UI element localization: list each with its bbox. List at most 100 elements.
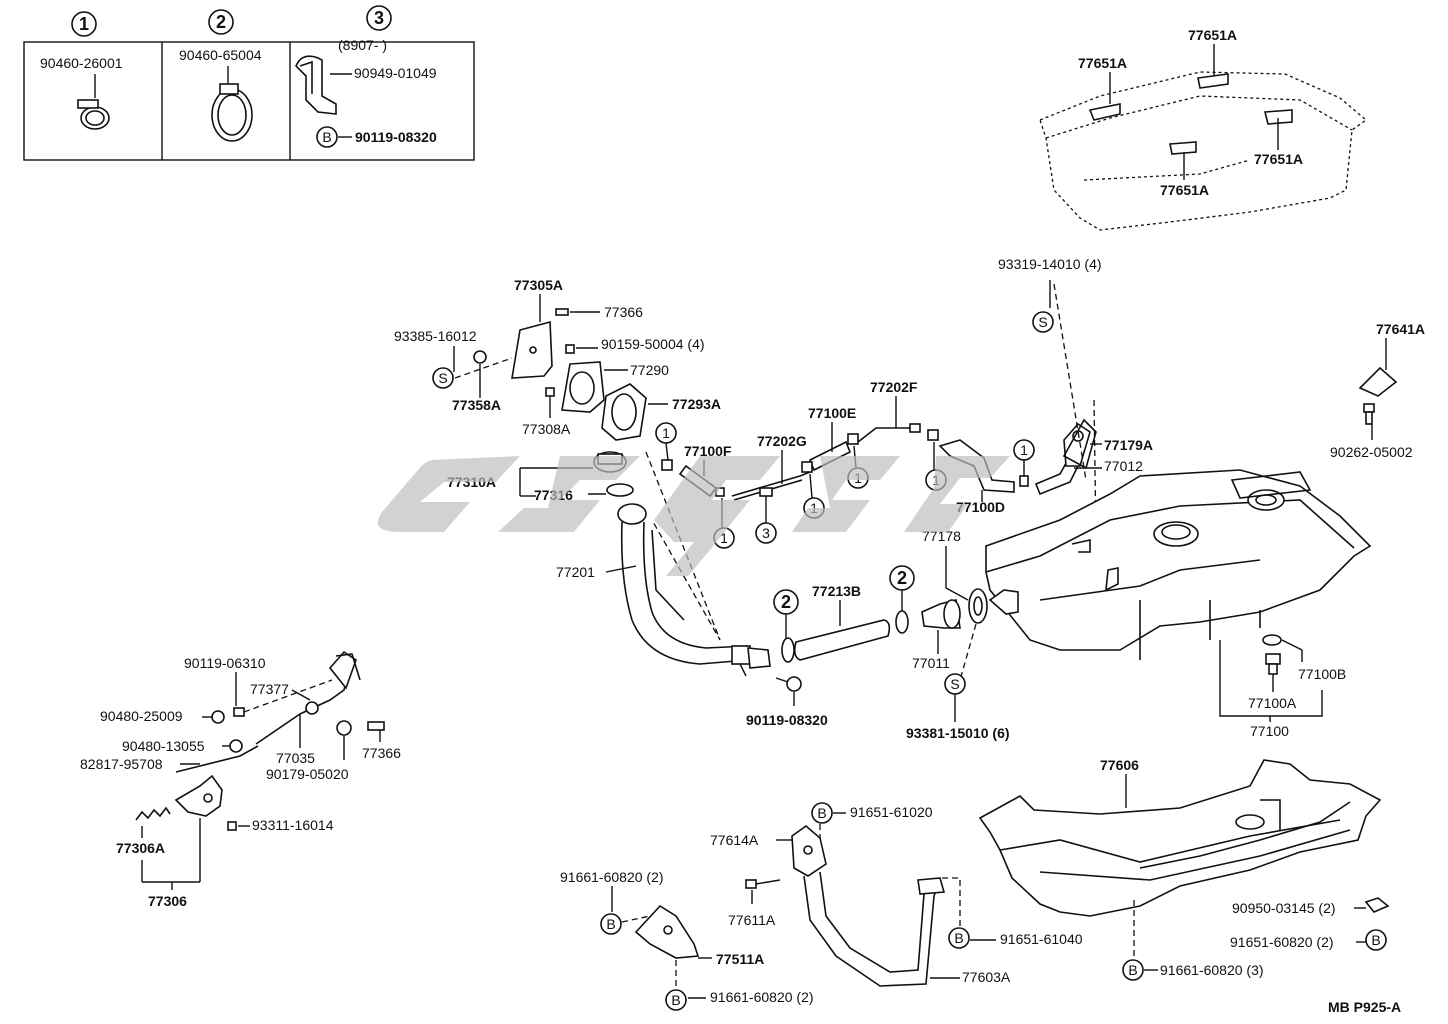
label-93319: 93319-14010 (4) xyxy=(998,256,1102,272)
vent-valve-77179A xyxy=(1063,422,1091,467)
label-90159: 90159-50004 (4) xyxy=(601,336,705,352)
filler-opening-box xyxy=(561,361,605,413)
bolt-90119-06310 xyxy=(233,707,245,717)
legend-part-2: 90460-65004 xyxy=(179,47,262,63)
svg-text:1: 1 xyxy=(1020,442,1028,458)
label-77511A: 77511A xyxy=(716,951,764,967)
label-91661c: 91661-60820 (3) xyxy=(1160,962,1264,978)
svg-text:1: 1 xyxy=(720,530,728,546)
s-mark: S xyxy=(432,367,454,389)
label-77201: 77201 xyxy=(556,564,595,580)
bracket-77511A xyxy=(634,904,700,959)
b-mark: B xyxy=(948,927,970,949)
nut-90480-13055 xyxy=(229,739,243,753)
label-90179: 90179-05020 xyxy=(266,766,349,782)
hose-77213B xyxy=(793,619,891,661)
label-77012: 77012 xyxy=(1104,458,1143,474)
filler-lid-bracket xyxy=(511,320,553,379)
clip-90950 xyxy=(1364,897,1390,913)
nut-90480-25009 xyxy=(211,710,225,724)
label-77306A: 77306A xyxy=(116,840,165,856)
label-77614A: 77614A xyxy=(710,832,759,848)
svg-text:2: 2 xyxy=(781,592,791,612)
tank-band-77603A xyxy=(803,871,946,987)
diagram-code: MB P925-A xyxy=(1328,999,1401,1015)
legend-part-1: 90460-26001 xyxy=(40,55,123,71)
b-mark: B xyxy=(600,913,622,935)
svg-text:B: B xyxy=(606,916,615,932)
b-mark: B xyxy=(1122,959,1144,981)
clamp-2b: 2 xyxy=(889,565,915,591)
label-77293A: 77293A xyxy=(672,396,721,412)
svg-text:2: 2 xyxy=(897,568,907,588)
drain-plug-77100A xyxy=(1265,653,1281,675)
s-mark: S xyxy=(1032,311,1054,333)
label-77651A-1: 77651A xyxy=(1078,55,1127,71)
svg-text:1: 1 xyxy=(662,425,670,441)
label-91661a: 91661-60820 (2) xyxy=(560,869,664,885)
pipe-77202F xyxy=(857,423,921,443)
fuel-tank-77100 xyxy=(985,469,1372,660)
tank-protector-77606 xyxy=(978,759,1382,917)
gasket-77178 xyxy=(968,588,988,624)
b-mark: B xyxy=(316,126,338,148)
legend-part-3: 90949-01049 xyxy=(354,65,437,81)
label-77308A: 77308A xyxy=(522,421,571,437)
bracket-77641A xyxy=(1358,366,1398,397)
bolt-90119-08320 xyxy=(775,676,802,692)
label-77213B: 77213B xyxy=(812,583,861,599)
label-77202F: 77202F xyxy=(870,379,918,395)
label-77306: 77306 xyxy=(148,893,187,909)
label-77606: 77606 xyxy=(1100,757,1139,773)
svg-text:B: B xyxy=(1128,962,1137,978)
label-93381: 93381-15010 (6) xyxy=(906,725,1010,741)
clip-77377 xyxy=(305,701,319,715)
label-77100D: 77100D xyxy=(956,499,1005,515)
label-77100A: 77100A xyxy=(1248,695,1297,711)
clamp-1a: 1 xyxy=(655,422,677,444)
label-77651A-3: 77651A xyxy=(1254,151,1303,167)
label-77100B: 77100B xyxy=(1298,666,1346,682)
s-mark: S xyxy=(944,673,966,695)
label-93311: 93311-16014 xyxy=(252,817,334,833)
label-77641A: 77641A xyxy=(1376,321,1425,337)
label-77011: 77011 xyxy=(912,655,950,671)
svg-text:B: B xyxy=(954,930,963,946)
label-77179A: 77179A xyxy=(1104,437,1153,453)
lever-77306 xyxy=(174,774,223,817)
wire-82817 xyxy=(175,745,259,773)
svg-text:S: S xyxy=(950,676,959,692)
clamp-1f: 1 xyxy=(1013,439,1035,461)
svg-text:2: 2 xyxy=(216,12,226,32)
label-91651c: 91651-60820 (2) xyxy=(1230,934,1334,950)
svg-text:1: 1 xyxy=(79,14,89,34)
grommet-77358A xyxy=(473,350,487,364)
label-77366b: 77366 xyxy=(362,745,401,761)
svg-text:B: B xyxy=(817,805,826,821)
label-91651a: 91651-61020 xyxy=(850,804,933,820)
pin-77366 xyxy=(367,721,385,731)
label-90119b: 90119-08320 xyxy=(746,712,828,728)
filler-pipe-77201 xyxy=(617,503,771,677)
label-77358A: 77358A xyxy=(452,397,501,413)
label-82817: 82817-95708 xyxy=(80,756,163,772)
hose-clamp-1-icon xyxy=(77,99,110,130)
bracket-77614A xyxy=(791,824,827,877)
clamp-legend: 1 2 3 90460-26001 90460-65004 (8907- ) xyxy=(23,5,475,161)
inlet-pipe-77011 xyxy=(921,599,961,629)
nut-77308A xyxy=(545,387,555,397)
label-77611A: 77611A xyxy=(728,912,776,928)
spring-77306A xyxy=(135,806,171,821)
nut-90159 xyxy=(565,344,575,354)
svg-text:S: S xyxy=(1038,314,1047,330)
watermark-logo xyxy=(377,456,1010,576)
screw-90262 xyxy=(1363,403,1375,425)
label-77305A: 77305A xyxy=(514,277,563,293)
screw-77366 xyxy=(555,308,569,316)
label-77603A: 77603A xyxy=(962,969,1011,985)
filler-gasket-77293A xyxy=(601,383,647,441)
label-77366a: 77366 xyxy=(604,304,643,320)
label-77100F: 77100F xyxy=(684,443,732,459)
svg-text:3: 3 xyxy=(762,525,770,541)
